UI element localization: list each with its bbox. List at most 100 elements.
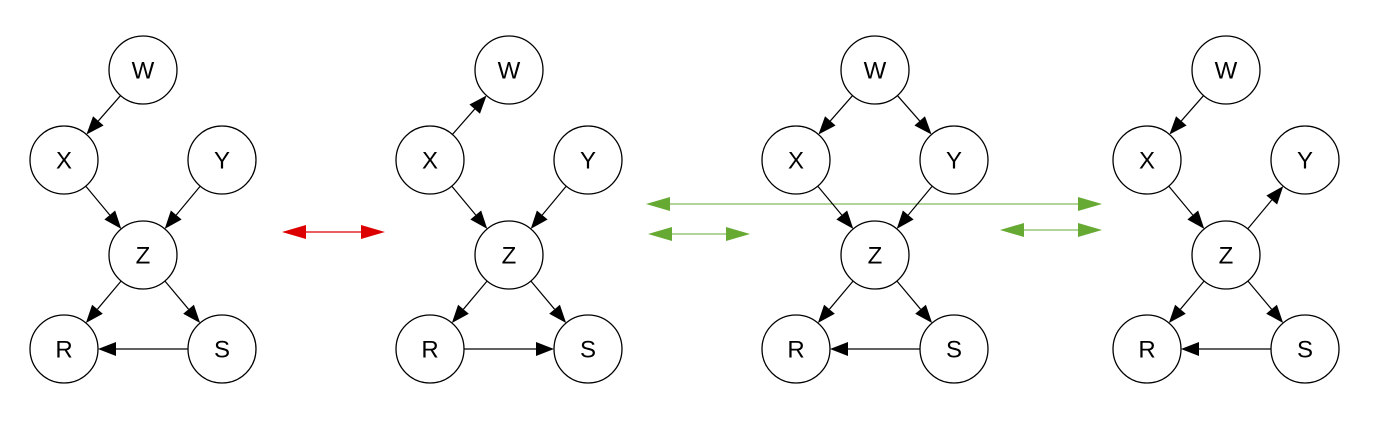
graph-1-node-w: W xyxy=(108,35,178,105)
graph-3-edge-y-z-line xyxy=(907,185,933,216)
graph-4-node-z: Z xyxy=(1191,220,1261,290)
graph-3-edge-w-x-arrowhead xyxy=(818,116,836,135)
graph-1-node-x: X xyxy=(29,125,99,195)
graph-4-node-x-label: X xyxy=(1139,148,1155,175)
graph-4-node-w: W xyxy=(1191,35,1261,105)
graph-3-edge-z-s-line xyxy=(896,280,922,310)
equivalence-arrow-graph-3-graph-4-left-head xyxy=(1000,223,1024,237)
graph-2-node-s-circle xyxy=(553,314,623,384)
equivalence-arrow-graph-1-graph-2-left-head xyxy=(282,225,306,239)
graph-3: W X Y Z R S xyxy=(761,35,989,384)
graph-4-edge-z-s-arrowhead xyxy=(1266,304,1284,323)
graph-2-node-y-circle xyxy=(553,125,623,195)
equivalence-arrow-graph-3-graph-4-right-head xyxy=(1078,223,1102,237)
graph-4: W X Y Z R S xyxy=(1112,35,1340,384)
graph-2-node-y: Y xyxy=(553,125,623,195)
graph-4-node-y-label: Y xyxy=(1297,148,1313,175)
graph-3-node-x: X xyxy=(761,125,831,195)
graph-3-node-z-label: Z xyxy=(868,243,883,270)
graph-1-edge-w-x-arrowhead xyxy=(86,116,104,135)
graph-2-edge-x-z-line xyxy=(451,185,477,216)
graph-1-edge-x-z-arrowhead xyxy=(104,210,122,229)
graph-1-node-y-circle xyxy=(187,125,257,195)
graph-4-edge-z-y-line xyxy=(1247,199,1273,230)
graph-1-node-s-label: S xyxy=(214,337,230,364)
graph-2-node-z-circle xyxy=(474,220,544,290)
graph-2-edge-z-r-arrowhead xyxy=(451,304,469,323)
graph-3-node-r-label: R xyxy=(787,337,804,364)
graph-1-edge-s-r-arrowhead xyxy=(98,342,116,356)
graph-1-node-z: Z xyxy=(108,220,178,290)
graph-1-edge-z-s-arrowhead xyxy=(183,304,201,323)
graph-4-edge-s-r-arrowhead xyxy=(1181,342,1199,356)
graph-2-node-x: X xyxy=(395,125,465,195)
graph-3-node-w: W xyxy=(840,35,910,105)
graph-1-edge-z-r-line xyxy=(96,280,122,310)
graph-2-edge-y-z-arrowhead xyxy=(530,210,548,229)
graph-3-node-y: Y xyxy=(919,125,989,195)
graph-1-edge-y-z-arrowhead xyxy=(164,210,182,229)
graph-2-edge-x-z-arrowhead xyxy=(470,210,488,229)
graph-3-node-z-circle xyxy=(840,220,910,290)
graph-3-node-x-label: X xyxy=(788,148,804,175)
equivalence-arrow-graph-2-graph-4 xyxy=(646,197,1102,211)
graph-4-edge-z-y-arrowhead xyxy=(1266,186,1284,205)
graph-2-node-w-label: W xyxy=(498,58,521,85)
graph-3-edge-s-r-arrowhead xyxy=(830,342,848,356)
graph-3-node-y-circle xyxy=(919,125,989,195)
graph-3-node-x-circle xyxy=(761,125,831,195)
graph-4-node-w-label: W xyxy=(1215,58,1238,85)
graph-2-edge-x-w-arrowhead xyxy=(469,95,487,114)
graph-3-node-r: R xyxy=(761,314,831,384)
graph-2-node-y-label: Y xyxy=(580,148,596,175)
graph-2-edge-z-s-arrowhead xyxy=(549,304,567,323)
equivalence-arrow-graph-1-graph-2-right-head xyxy=(361,225,385,239)
graph-1-node-y: Y xyxy=(187,125,257,195)
graph-4-node-s-label: S xyxy=(1297,337,1313,364)
graph-3-node-z: Z xyxy=(840,220,910,290)
graph-3-node-s-circle xyxy=(919,314,989,384)
graph-2-edge-z-s-line xyxy=(530,280,556,310)
graph-2-node-r: R xyxy=(395,314,465,384)
graph-4-node-r-label: R xyxy=(1138,337,1155,364)
graph-4-node-z-circle xyxy=(1191,220,1261,290)
graph-4-node-x: X xyxy=(1112,125,1182,195)
graph-4-edge-z-r-arrowhead xyxy=(1168,304,1186,323)
graph-3-node-y-label: Y xyxy=(946,148,962,175)
graph-1-node-x-label: X xyxy=(56,148,72,175)
graph-4-node-s: S xyxy=(1270,314,1340,384)
graph-3-edge-w-y-line xyxy=(896,95,921,122)
graph-2-node-w: W xyxy=(474,35,544,105)
equivalence-arrow-graph-2-graph-3-right-head xyxy=(726,227,750,241)
graph-1-node-w-circle xyxy=(108,35,178,105)
graph-4-node-r-circle xyxy=(1112,314,1182,384)
graph-3-node-w-circle xyxy=(840,35,910,105)
graph-3-edge-x-z-line xyxy=(817,185,843,216)
graph-1-node-z-label: Z xyxy=(136,243,151,270)
equivalence-arrow-graph-2-graph-4-right-head xyxy=(1078,197,1102,211)
graph-1-edge-x-z-line xyxy=(85,185,111,216)
graph-4-node-w-circle xyxy=(1191,35,1261,105)
graph-1-node-s: S xyxy=(187,314,257,384)
graph-3-node-s: S xyxy=(919,314,989,384)
equivalence-arrow-graph-3-graph-4 xyxy=(1000,223,1102,237)
graph-1-edge-z-s-line xyxy=(164,280,190,310)
graph-1-node-x-circle xyxy=(29,125,99,195)
graph-1-node-z-circle xyxy=(108,220,178,290)
graph-3-node-r-circle xyxy=(761,314,831,384)
graph-1-edge-w-x-line xyxy=(97,95,122,122)
graph-4-edge-w-x-arrowhead xyxy=(1169,116,1187,135)
graph-2-edge-y-z-line xyxy=(541,185,567,216)
graph-1-node-s-circle xyxy=(187,314,257,384)
graph-4-node-x-circle xyxy=(1112,125,1182,195)
graph-3-node-s-label: S xyxy=(946,337,962,364)
graph-1-node-r-label: R xyxy=(55,337,72,364)
graph-1-node-y-label: Y xyxy=(214,148,230,175)
graph-4-node-y-circle xyxy=(1270,125,1340,195)
graph-1-edge-y-z-line xyxy=(175,185,201,216)
graph-1: W X Y Z R S xyxy=(29,35,257,384)
graph-2-node-s-label: S xyxy=(580,337,596,364)
graph-2-node-r-label: R xyxy=(421,337,438,364)
